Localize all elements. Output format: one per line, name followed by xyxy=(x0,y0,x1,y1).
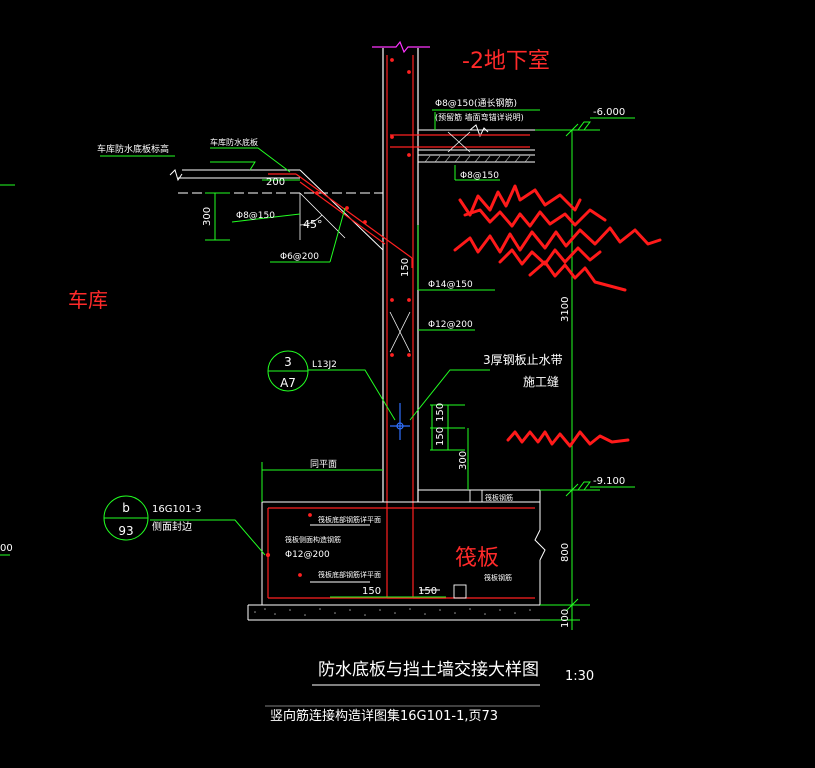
raft-label: 筏板 xyxy=(455,546,499,571)
drawing-subtitle: 竖向筋连接构造详图集16G101-1,页73 xyxy=(270,708,498,724)
dim-300-left: 300 xyxy=(202,207,213,226)
callout-3-A7: 3 A7 xyxy=(267,350,309,392)
bar-phi14-text: Φ14@150 xyxy=(428,280,473,290)
elev-bottom: -9.100 xyxy=(593,476,625,487)
dim-150-a: 150 xyxy=(400,258,411,277)
raft-note-1: 筏板底部钢筋详平面 xyxy=(318,515,381,524)
dim-150-raft-b: 150 xyxy=(418,586,437,597)
dim-800: 800 xyxy=(560,543,571,562)
callout-3-top-text: 3 xyxy=(284,355,292,369)
dim-150-c: 150 xyxy=(435,427,446,446)
bar-note-text: (预留筋 墙面弯锚详说明) xyxy=(435,112,524,122)
raft-rebar xyxy=(265,507,535,599)
drawing-scale: 1:30 xyxy=(565,669,594,684)
callout-b-bottom-text: 93 xyxy=(118,524,133,538)
basement-label: -2地下室 xyxy=(462,49,550,74)
callout-b-top-text: b xyxy=(122,501,130,515)
dim-100: 100 xyxy=(560,609,571,628)
dim-200: 200 xyxy=(266,177,285,188)
bar-under-text: Φ8@150 xyxy=(460,171,499,181)
bar-phi12-text: Φ12@200 xyxy=(428,320,473,330)
flat-label: 同平面 xyxy=(310,459,337,470)
callout-b-ref1: 16G101-3 xyxy=(152,504,202,515)
dim-150-raft-a: 150 xyxy=(362,586,381,597)
raft-note-4: 筏板底部钢筋详平面 xyxy=(318,570,381,579)
wall-cross-marks xyxy=(389,311,411,353)
raft-note-5: 筏板钢筋 xyxy=(485,493,513,502)
callout-b-ref2: 侧面封边 xyxy=(152,520,192,533)
waterstop-text: 3厚钢板止水带 xyxy=(483,353,563,367)
upper-slab xyxy=(418,124,535,163)
bar-top-text: Φ8@150(通长钢筋) xyxy=(435,97,517,109)
upper-slab-hatch xyxy=(424,155,531,163)
slab-cross-mark xyxy=(447,131,471,153)
angle-indicator xyxy=(299,192,346,240)
construction-joint-text: 施工缝 xyxy=(523,374,559,389)
raft-bedding-hatch xyxy=(254,608,531,616)
waterstop-marker xyxy=(390,403,410,440)
garage-waterproof-text: 车库防水底板 xyxy=(210,137,258,147)
garage-label: 车库 xyxy=(68,288,108,312)
raft-note-2: 筏板侧面构造钢筋 xyxy=(285,535,341,544)
callout-3-bottom-text: A7 xyxy=(280,376,296,390)
left-edge-label: 00 xyxy=(0,543,13,554)
callout-3-ref: L13J2 xyxy=(312,360,337,370)
dim-3100: 3100 xyxy=(560,297,571,322)
dim-150-b: 150 xyxy=(435,403,446,422)
bar-phi6-text: Φ6@200 xyxy=(280,252,319,262)
dimension-lines xyxy=(0,109,635,630)
angle-text: 45° xyxy=(303,218,323,231)
garage-slab-rebar xyxy=(268,173,413,268)
upper-slab-rebar xyxy=(390,134,530,148)
raft-note-6: 筏板钢筋 xyxy=(484,573,512,582)
elev-top: -6.000 xyxy=(593,107,625,118)
bar-slope-text: Φ8@150 xyxy=(236,211,275,221)
callout-b-93: b 93 xyxy=(103,495,149,541)
red-scribbles xyxy=(453,184,662,448)
garage-floor-elev-text: 车库防水底板标高 xyxy=(97,143,169,155)
raft-details xyxy=(310,489,483,599)
drawing-title: 防水底板与挡土墙交接大样图 xyxy=(318,660,539,680)
raft-note-3: Φ12@200 xyxy=(285,550,330,560)
dim-300-mid: 300 xyxy=(458,451,469,470)
